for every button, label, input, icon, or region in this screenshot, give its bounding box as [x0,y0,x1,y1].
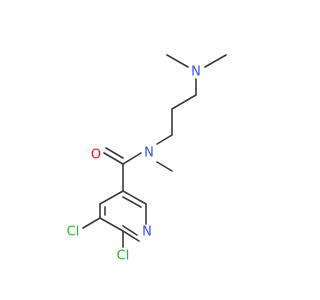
pyridine-nitrogen-label: N [142,225,152,240]
atom-labels: N N O N Cl Cl [67,65,201,264]
oxygen-label: O [91,148,101,163]
bond-carbonyl-o-1 [103,152,124,165]
chlorine-6-label: Cl [117,249,130,264]
bond-carbonyl-o-2 [105,147,124,159]
structure-canvas: N N O N Cl Cl [66,54,227,264]
bond-ring-c3-c4 [99,190,124,205]
bond-c5-cl [82,217,101,229]
amine-nitrogen-label: N [191,65,201,80]
molecule-drawing: N N O N Cl Cl [67,54,227,264]
bond-chain-1 [171,94,197,110]
bond-ring-n1-c6-inner [122,225,138,236]
bond-nme-right [204,54,227,68]
bond-chain-namide [156,134,173,145]
bond-ring-c3-c2 [122,190,147,205]
bond-ring-c3-c2-inner [122,196,142,208]
bond-namide-methyl [156,161,173,172]
amide-nitrogen-label: N [144,146,154,161]
chlorine-5-label: Cl [67,225,80,240]
bond-nme-left [166,54,189,68]
bond-ring-c6-c5 [99,217,124,232]
bond-lines [82,54,227,248]
bond-ring-n1-c6 [122,230,140,242]
bond-namide-carbonyl [122,152,142,165]
